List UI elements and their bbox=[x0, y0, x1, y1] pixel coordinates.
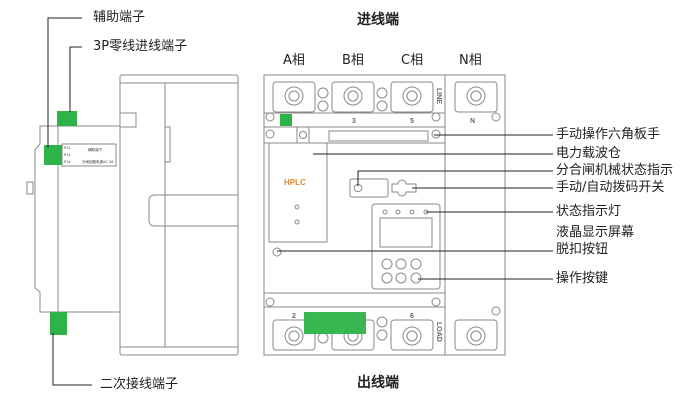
svg-text:P11: P11 bbox=[64, 146, 71, 150]
line-side-title: 进线端 bbox=[357, 12, 399, 28]
callout-mech-indicator: 分合闸机械状态指示 bbox=[556, 163, 674, 178]
side-plate-text: P11 P12 P14 辅助端子 分闸回路电源AC 3A bbox=[64, 146, 114, 164]
carrier-bay bbox=[268, 142, 328, 243]
svg-text:P12: P12 bbox=[64, 153, 71, 157]
svg-text:N: N bbox=[470, 118, 475, 125]
phase-a: A相 bbox=[283, 53, 305, 68]
phase-c: C相 bbox=[401, 53, 424, 68]
side-view bbox=[26, 74, 239, 356]
callout-carrier-bay: 电力载波仓 bbox=[556, 146, 622, 161]
svg-text:辅助端子: 辅助端子 bbox=[88, 147, 102, 152]
svg-text:3: 3 bbox=[352, 118, 356, 125]
callout-hex-wrench: 手动操作六角板手 bbox=[556, 127, 661, 142]
lcd-screen bbox=[379, 217, 433, 248]
label-neutral-in-terminal: 3P零线进线端子 bbox=[93, 39, 188, 54]
svg-text:5: 5 bbox=[410, 118, 414, 125]
callout-keys: 操作按键 bbox=[556, 271, 609, 286]
label-secondary-terminal: 二次接线端子 bbox=[100, 377, 179, 392]
callout-trip-button: 脱扣按钮 bbox=[556, 242, 609, 257]
callout-status-led: 状态指示灯 bbox=[556, 204, 622, 219]
screws bbox=[265, 112, 501, 316]
svg-text:LOAD: LOAD bbox=[435, 322, 442, 342]
svg-text:P14: P14 bbox=[64, 160, 71, 164]
label-aux-terminal: 辅助端子 bbox=[93, 10, 146, 25]
svg-text:2: 2 bbox=[292, 313, 296, 320]
callout-lcd: 液晶显示屏幕 bbox=[556, 225, 635, 240]
line-terminals bbox=[272, 81, 498, 113]
leader-lines bbox=[47, 17, 553, 386]
dip-switch bbox=[391, 179, 417, 197]
phase-b: B相 bbox=[342, 53, 364, 68]
mech-indicator bbox=[349, 178, 389, 198]
hplc-label: HPLC bbox=[284, 178, 306, 187]
display-panel bbox=[371, 203, 441, 290]
front-view bbox=[263, 74, 506, 356]
load-side-title: 出线端 bbox=[357, 375, 399, 391]
svg-text:分闸回路电源AC 3A: 分闸回路电源AC 3A bbox=[82, 159, 114, 164]
callout-dip-switch: 手动/自动拨码开关 bbox=[556, 180, 665, 195]
trip-button bbox=[272, 247, 282, 257]
svg-text:LINE: LINE bbox=[435, 88, 442, 104]
load-terminals bbox=[272, 316, 498, 351]
svg-text:6: 6 bbox=[410, 313, 414, 320]
phase-n: N相 bbox=[459, 53, 482, 68]
